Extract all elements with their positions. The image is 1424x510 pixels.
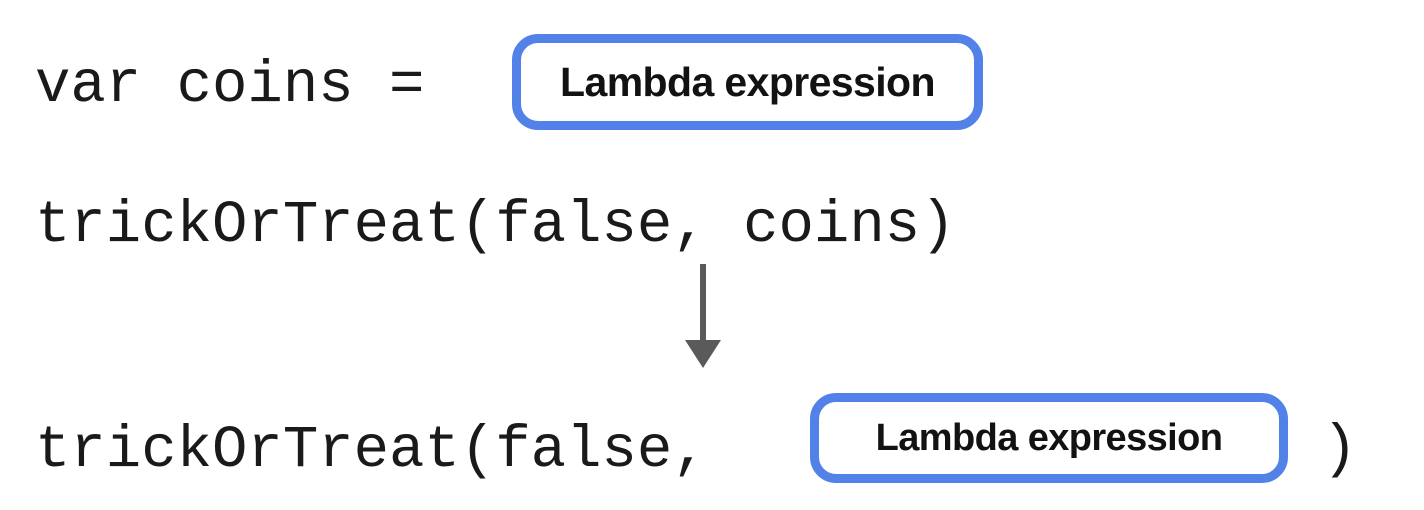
code-text-call: trickOrTreat(false, coins) (35, 191, 956, 259)
lambda-expression-pill-label: Lambda expression (560, 58, 935, 105)
code-line-inlined-call: trickOrTreat(false, (35, 417, 743, 483)
transformation-arrow-icon (685, 264, 721, 368)
code-line-assignment: var coins = (35, 52, 460, 118)
code-text-assignment-prefix: var coins = (35, 51, 460, 119)
code-line-call: trickOrTreat(false, coins) (35, 192, 956, 258)
code-text-inlined-call-prefix: trickOrTreat(false, (35, 416, 744, 484)
lambda-expression-pill-assignment[interactable]: Lambda expression (512, 34, 983, 130)
code-text-inlined-call-suffix: ) (1322, 416, 1358, 483)
lambda-expression-pill-inlined[interactable]: Lambda expression (810, 393, 1288, 483)
lambda-expression-pill-label: Lambda expression (875, 416, 1223, 459)
